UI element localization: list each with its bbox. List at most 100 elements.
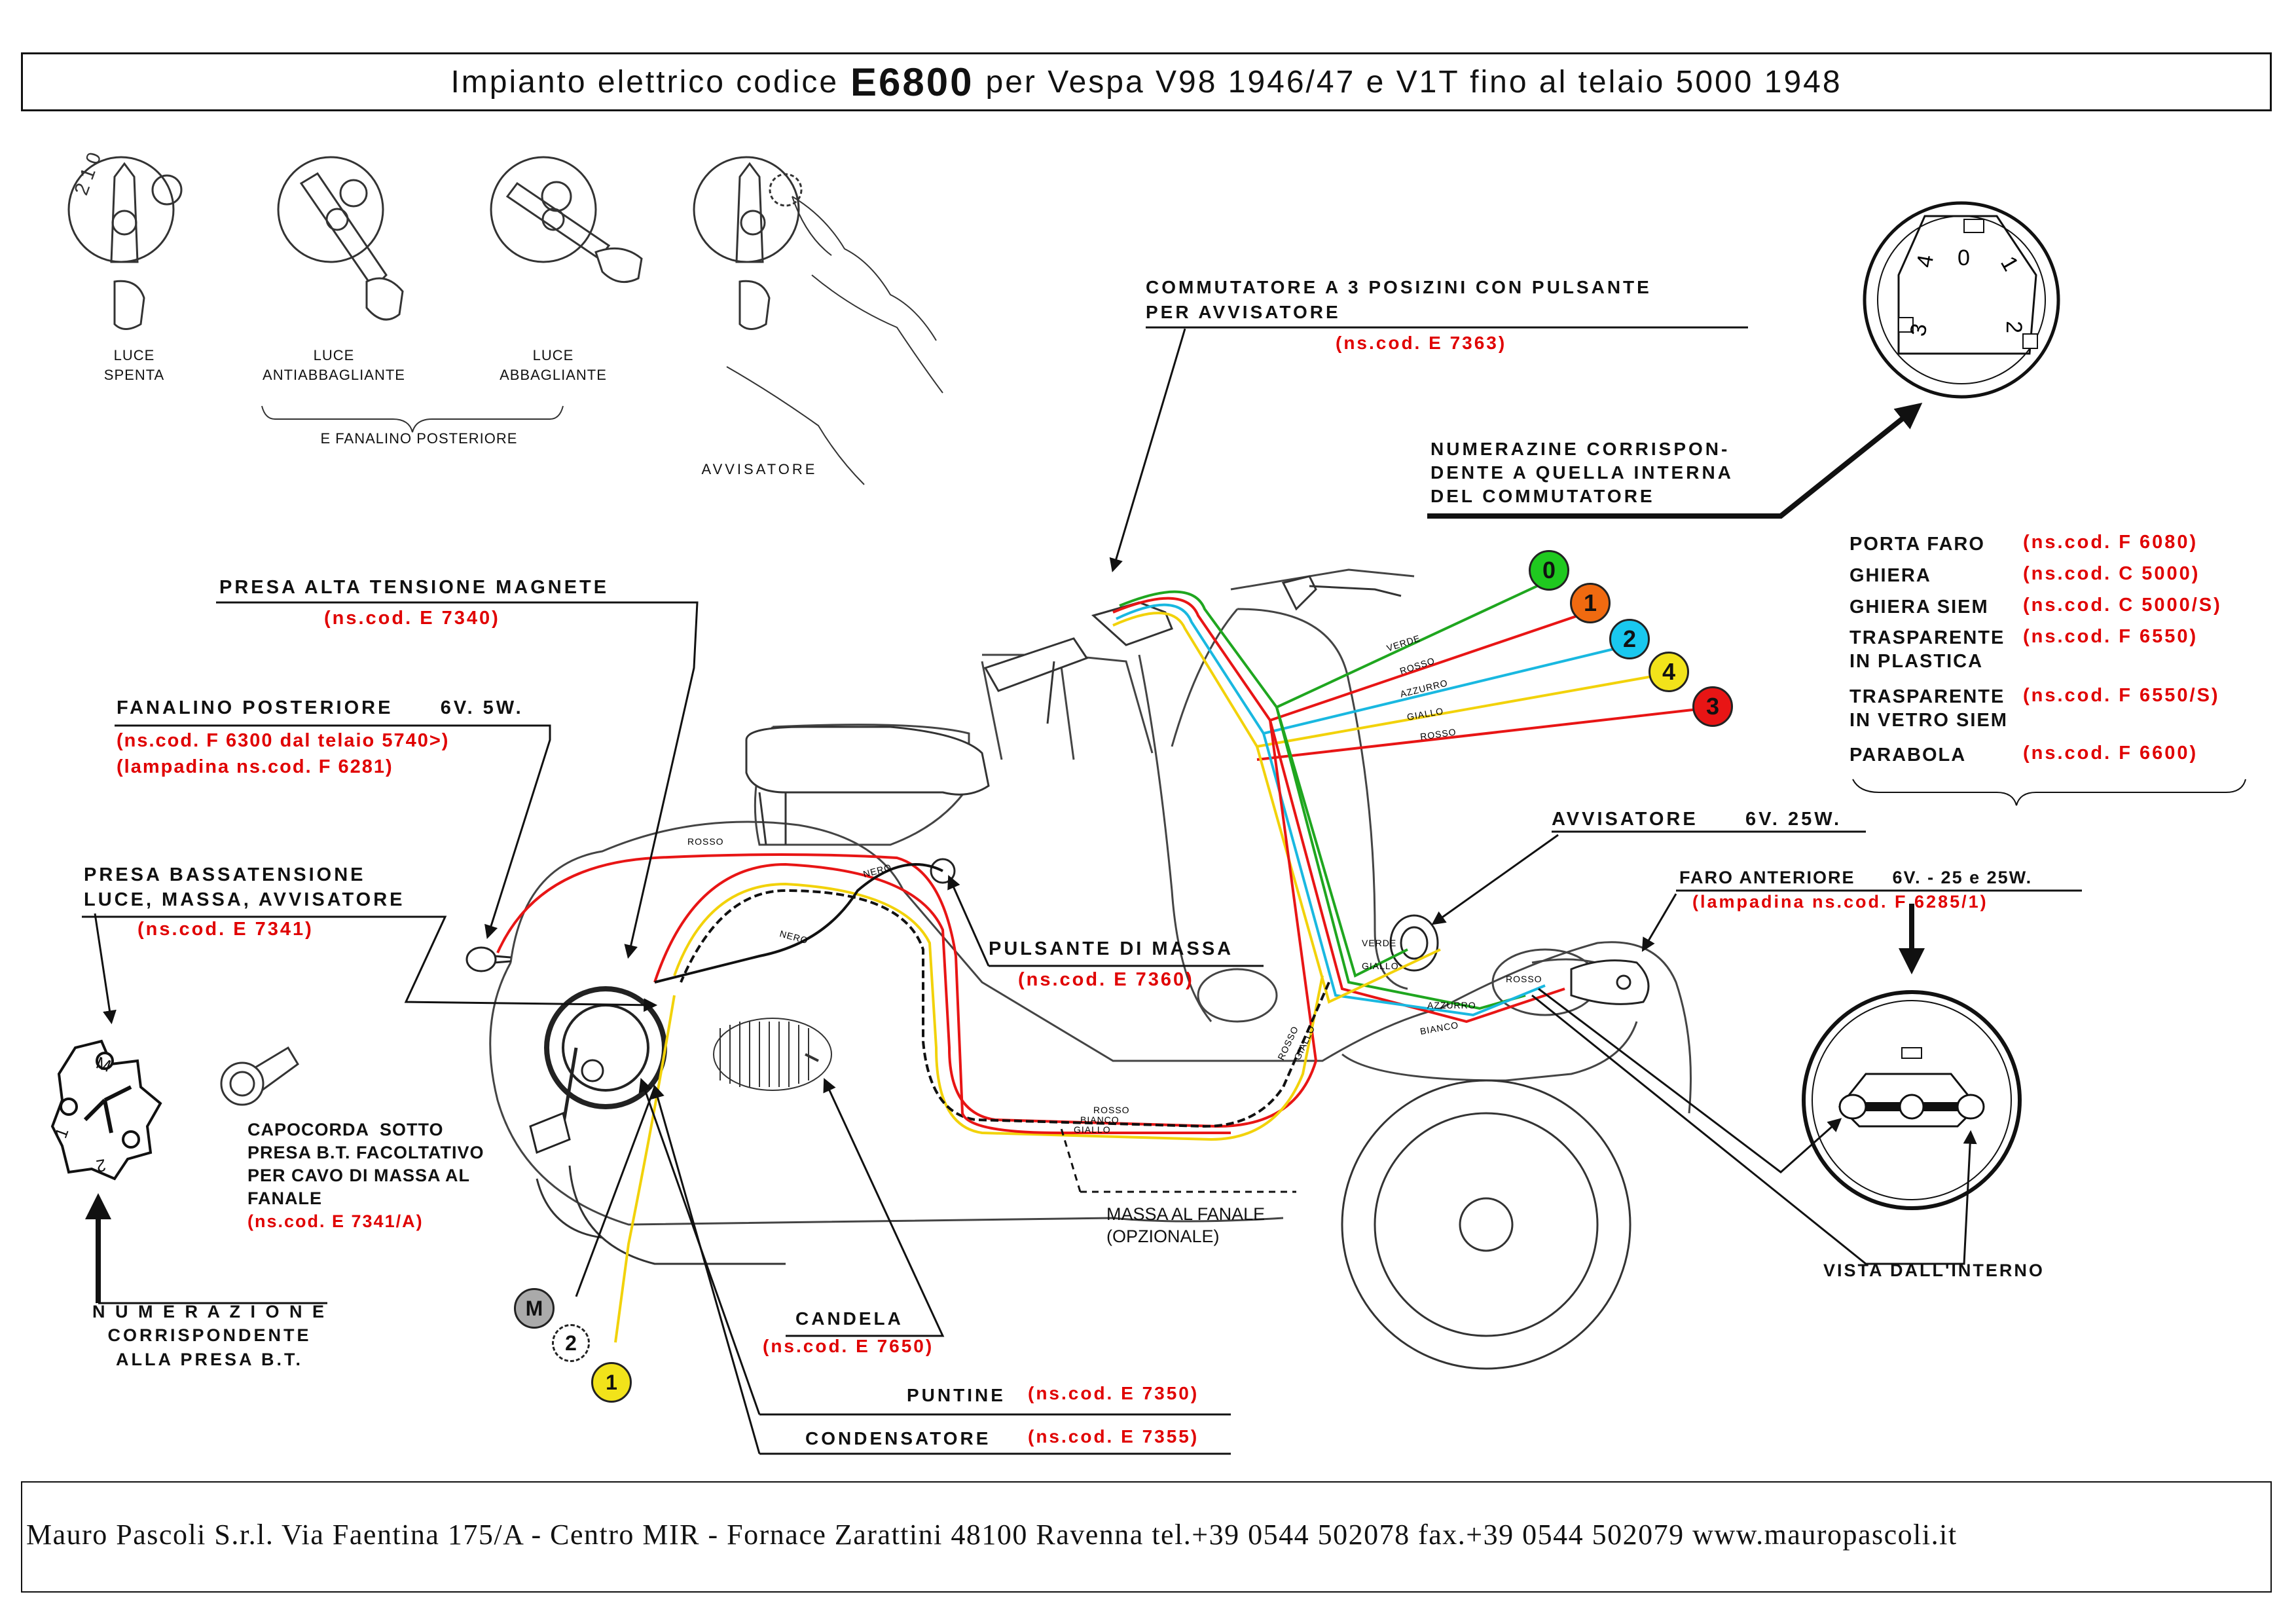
label-luce-anti: LUCE ANTIABBAGLIANTE (263, 347, 405, 383)
part-code: (ns.cod. F 6080) (2023, 532, 2198, 553)
parts-row: PARABOLA (ns.cod. F 6600) (1850, 743, 2255, 774)
title-box: Impianto elettrico codice E6800 per Vesp… (21, 52, 2272, 111)
part-name: TRASPARENTE IN VETRO SIEM (1850, 686, 2008, 731)
wire-label-azzurro-head: AZZURRO (1427, 1000, 1476, 1010)
label-fanalino-posteriore: E FANALINO POSTERIORE (320, 430, 518, 447)
dial-digits: 2 1 0 (71, 149, 106, 198)
parts-row: GHIERA SIEM (ns.cod. C 5000/S) (1850, 595, 2255, 626)
part-name: GHIERA SIEM (1850, 597, 1989, 618)
badge-3: 3 (1692, 686, 1733, 727)
ring-terminal (220, 1046, 299, 1106)
title-prefix: Impianto elettrico codice (450, 64, 839, 100)
wire-label-rosso-2: ROSSO (1419, 726, 1457, 742)
label-luce-abb: LUCE ABBAGLIANTE (500, 347, 607, 383)
switch-abbagliante-illustration (490, 156, 643, 284)
part-name: PORTA FARO (1850, 534, 1985, 555)
part-name: PARABOLA (1850, 745, 1967, 766)
switch-anti-illustration (277, 156, 404, 321)
badge-text: 1 (1583, 589, 1597, 616)
front-wheel (1341, 1079, 1631, 1370)
page-title: Impianto elettrico codice E6800 per Vesp… (23, 54, 2270, 109)
comm-digit-2: 2 (2001, 321, 2026, 333)
rear-wheel (536, 1165, 786, 1265)
comm-digit-0: 0 (1958, 246, 1970, 270)
wire-label-bianco-bottom: BIANCO (1080, 1115, 1120, 1125)
parts-row: TRASPARENTE IN PLASTICA (ns.cod. F 6550) (1850, 626, 2255, 685)
wire-label-rosso-bottom: ROSSO (1093, 1105, 1130, 1115)
badge-text: 4 (1662, 658, 1676, 685)
commutator-face: 4 0 1 3 2 (1863, 201, 2060, 399)
wire-label-bianco-head: BIANCO (1419, 1020, 1460, 1037)
code-presa-alta: (ns.cod. E 7340) (324, 608, 500, 629)
headlamp-interior (1802, 990, 2022, 1210)
badge-2: 2 (1609, 619, 1650, 659)
label-presa-bassa: PRESA BASSATENSIONE LUCE, MASSA, AVVISAT… (84, 864, 405, 910)
rear-light (465, 946, 511, 972)
badge-1-yellow: 1 (591, 1362, 632, 1403)
badge-2-dashed: 2 (552, 1324, 590, 1362)
code-commutatore: (ns.cod. E 7363) (1336, 333, 1507, 353)
comm-digit-3: 3 (1905, 322, 1932, 338)
code-puntine: (ns.cod. E 7350) (1028, 1383, 1199, 1403)
label-candela: CANDELA (795, 1308, 903, 1329)
wire-label-rosso-head: ROSSO (1506, 974, 1542, 984)
part-code: (ns.cod. C 5000) (2023, 563, 2200, 584)
label-numerazione-commutatore: NUMERAZINE CORRISPON- DENTE A QUELLA INT… (1430, 439, 1734, 506)
part-code: (ns.cod. F 6550) (2023, 626, 2198, 647)
code-condensatore: (ns.cod. E 7355) (1028, 1426, 1199, 1447)
leader-lines (82, 326, 2246, 1455)
badge-0: 0 (1529, 550, 1569, 591)
wire-label-nero-2: NERO (778, 928, 809, 946)
magneto (529, 986, 667, 1154)
wire-label-rosso-rear: ROSSO (687, 836, 724, 847)
title-suffix: per Vespa V98 1946/47 e V1T fino al tela… (985, 64, 1842, 100)
wire-label-giallo-bottom: GIALLO (1074, 1124, 1111, 1135)
label-vista-interno: VISTA DALL'INTERNO (1823, 1261, 2045, 1280)
label-commutatore: COMMUTATORE A 3 POSIZINI CON PULSANTE PE… (1146, 277, 1652, 322)
parts-row: TRASPARENTE IN VETRO SIEM (ns.cod. F 655… (1850, 685, 2255, 743)
title-code: E6800 (850, 60, 974, 104)
badge-1: 1 (1570, 583, 1611, 623)
wire-label-verde-horn: VERDE (1362, 938, 1396, 948)
label-massa-fanale: MASSA AL FANALE (OPZIONALE) (1106, 1204, 1266, 1246)
footer-address: Mauro Pascoli S.r.l. Via Faentina 175/A … (26, 1519, 1958, 1551)
badge-text: M (525, 1296, 543, 1320)
part-code: (ns.cod. F 6550/S) (2023, 685, 2220, 706)
wire-label-giallo-horn: GIALLO (1362, 961, 1399, 971)
footer-box (21, 1481, 2272, 1593)
code-lampadina-post: (lampadina ns.cod. F 6281) (117, 756, 393, 777)
code-candela: (ns.cod. E 7650) (763, 1336, 934, 1356)
label-pulsante: PULSANTE DI MASSA (989, 938, 1234, 959)
handlebar (983, 575, 1402, 724)
brace-top (261, 405, 564, 433)
code-presa-bassa: (ns.cod. E 7341) (137, 919, 314, 940)
badge-4: 4 (1649, 652, 1689, 692)
label-capocorda: CAPOCORDA SOTTO PRESA B.T. FACOLTATIVO P… (247, 1120, 484, 1209)
part-name: TRASPARENTE IN PLASTICA (1850, 627, 2005, 673)
switch-spenta-illustration: 2 1 0 (67, 149, 183, 330)
part-code: (ns.cod. C 5000/S) (2023, 595, 2222, 616)
part-name: GHIERA (1850, 565, 1931, 586)
wire-harness (496, 575, 1716, 1343)
badge-m: M (514, 1288, 555, 1329)
badge-text: 3 (1705, 693, 1720, 720)
badge-text: 2 (1622, 625, 1637, 652)
code-fanalino-post: (ns.cod. F 6300 dal telaio 5740>) (117, 730, 450, 751)
label-fanalino-post: FANALINO POSTERIORE 6V. 5W. (117, 697, 524, 718)
badge-text: 1 (606, 1370, 617, 1394)
label-puntine: PUNTINE (907, 1385, 1006, 1405)
cylinder-fins (713, 1018, 832, 1091)
label-presa-alta: PRESA ALTA TENSIONE MAGNETE (219, 577, 610, 598)
label-avvisatore-switch: AVVISATORE (701, 461, 818, 477)
label-luce-spenta: LUCE SPENTA (103, 347, 165, 383)
bt-socket-face: M 1 2 (50, 1039, 162, 1181)
label-faro: FARO ANTERIORE 6V. - 25 e 25W. (1679, 868, 2033, 887)
code-capocorda: (ns.cod. E 7341/A) (247, 1211, 424, 1231)
wire-label-rosso-1: ROSSO (1398, 655, 1436, 676)
code-pulsante: (ns.cod. E 7360) (1018, 969, 1194, 990)
bt-digit-2: 2 (95, 1155, 107, 1176)
parts-row: GHIERA (ns.cod. C 5000) (1850, 563, 2255, 595)
footer-rule (21, 1481, 2272, 1483)
